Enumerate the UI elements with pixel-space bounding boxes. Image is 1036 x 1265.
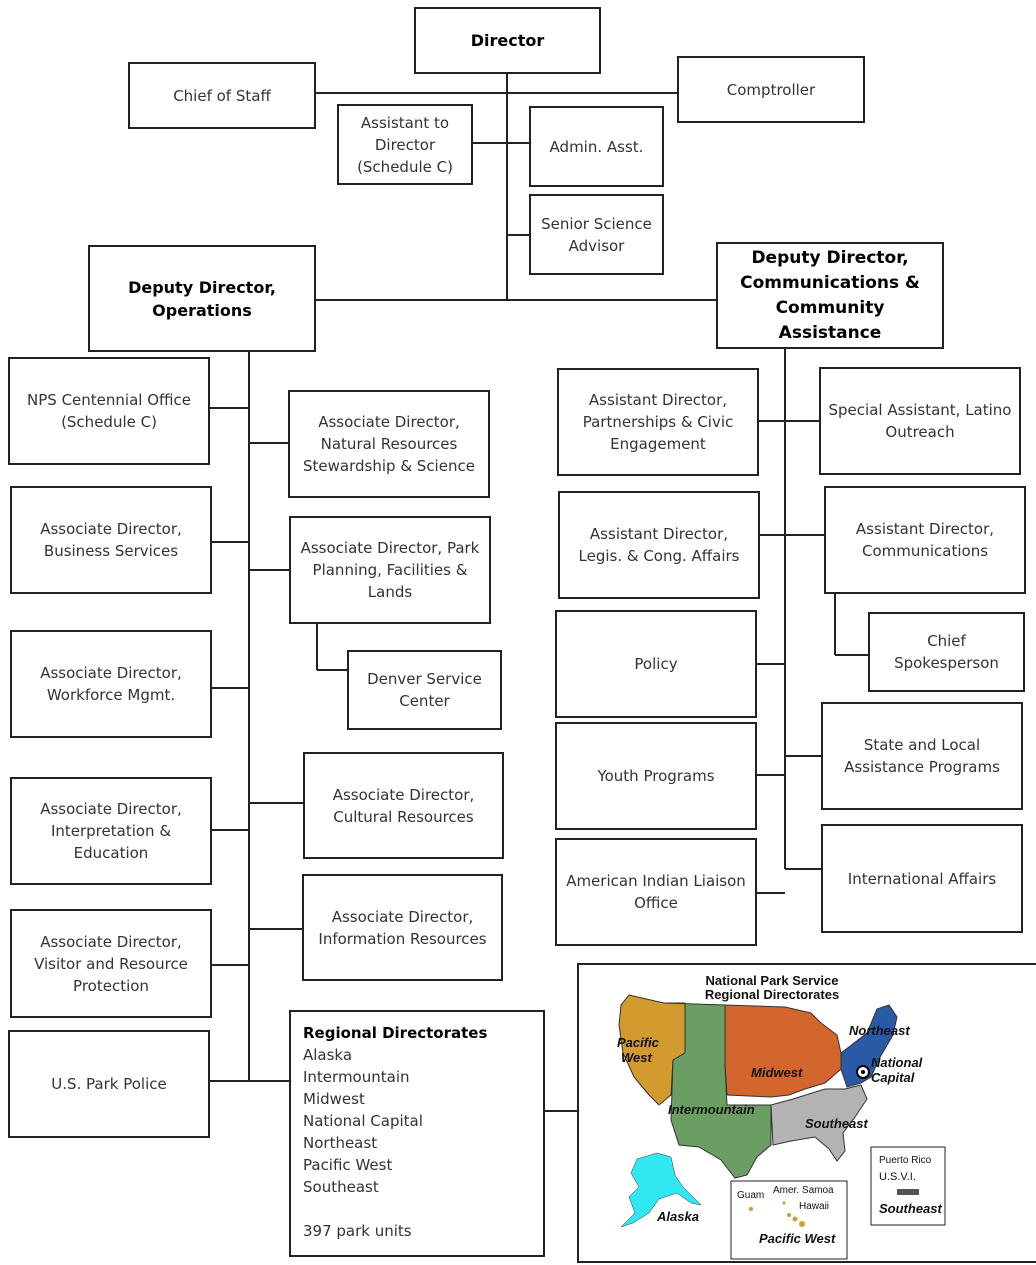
chief-of-staff-box: Chief of Staff — [128, 62, 316, 129]
label-intermountain: Intermountain — [668, 1102, 755, 1117]
label-midwest: Midwest — [751, 1065, 803, 1080]
region-item: Midwest — [303, 1090, 365, 1108]
pacific-inset-box — [730, 1180, 848, 1260]
region-alaska — [620, 1152, 702, 1228]
label-alaska: Alaska — [656, 1209, 699, 1224]
regions-map: National Park Service Regional Directora… — [577, 963, 1036, 1263]
communications-box: Assistant Director, Communications — [824, 486, 1026, 594]
natural-resources-box: Associate Director, Natural Resources St… — [288, 390, 490, 498]
regional-title: Regional Directorates — [303, 1024, 488, 1042]
region-item: Pacific West — [303, 1156, 393, 1174]
denver-service-center-box: Denver Service Center — [347, 650, 502, 730]
region-item: Northeast — [303, 1134, 378, 1152]
map-title-line1: National Park Service — [706, 973, 839, 988]
director-box: Director — [414, 7, 601, 74]
senior-science-advisor-box: Senior Science Advisor — [529, 194, 664, 275]
label-pacific: Pacific — [617, 1035, 660, 1050]
international-affairs-box: International Affairs — [821, 824, 1023, 933]
legis-affairs-box: Assistant Director, Legis. & Cong. Affai… — [558, 491, 760, 599]
region-southeast — [770, 1084, 868, 1162]
american-indian-liaison-box: American Indian Liaison Office — [555, 838, 757, 946]
region-item: National Capital — [303, 1112, 423, 1130]
youth-programs-box: Youth Programs — [555, 722, 757, 830]
label-southeast: Southeast — [805, 1116, 869, 1131]
cultural-resources-box: Associate Director, Cultural Resources — [303, 752, 504, 859]
label-usvi: U.S.V.I. — [879, 1171, 916, 1183]
label-northeast: Northeast — [849, 1023, 910, 1038]
park-units-count: 397 park units — [303, 1222, 412, 1240]
label-pacific-west-inset: Pacific West — [759, 1231, 836, 1246]
region-northeast — [840, 1004, 898, 1088]
label-west: West — [621, 1050, 652, 1065]
us-map: National Park Service Regional Directora… — [617, 973, 946, 1260]
region-item: Alaska — [303, 1046, 353, 1064]
label-southeast-inset: Southeast — [879, 1201, 943, 1216]
park-planning-box: Associate Director, Park Planning, Facil… — [289, 516, 491, 624]
region-item: Intermountain — [303, 1068, 410, 1086]
centennial-office-box: NPS Centennial Office (Schedule C) — [8, 357, 210, 465]
southeast-inset-box — [870, 1146, 946, 1226]
puerto-rico-shape — [897, 1189, 919, 1195]
deputy-director-communications-box: Deputy Director, Communications & Commun… — [716, 242, 944, 349]
label-national: National — [871, 1055, 923, 1070]
interpretation-education-box: Associate Director, Interpretation & Edu… — [10, 777, 212, 885]
park-police-box: U.S. Park Police — [8, 1030, 210, 1138]
workforce-mgmt-box: Associate Director, Workforce Mgmt. — [10, 630, 212, 738]
label-capital: Capital — [871, 1070, 915, 1085]
information-resources-box: Associate Director, Information Resource… — [302, 874, 503, 981]
label-guam: Guam — [737, 1190, 764, 1201]
regional-directorates-box: Regional Directorates Alaska Intermounta… — [289, 1010, 545, 1257]
chief-spokesperson-box: Chief Spokesperson — [868, 612, 1025, 692]
partnerships-box: Assistant Director, Partnerships & Civic… — [557, 368, 759, 476]
label-amer-samoa: Amer. Samoa — [773, 1185, 834, 1196]
comptroller-box: Comptroller — [677, 56, 865, 123]
region-midwest — [724, 1004, 842, 1098]
deputy-director-operations-box: Deputy Director, Operations — [88, 245, 316, 352]
latino-outreach-box: Special Assistant, Latino Outreach — [819, 367, 1021, 475]
admin-asst-box: Admin. Asst. — [529, 106, 664, 187]
label-puerto-rico: Puerto Rico — [879, 1155, 932, 1166]
business-services-box: Associate Director, Business Services — [10, 486, 212, 594]
policy-box: Policy — [555, 610, 757, 718]
label-hawaii: Hawaii — [799, 1201, 829, 1212]
region-item: Southeast — [303, 1178, 379, 1196]
state-local-assistance-box: State and Local Assistance Programs — [821, 702, 1023, 810]
map-title-line2: Regional Directorates — [705, 987, 839, 1002]
visitor-resource-protection-box: Associate Director, Visitor and Resource… — [10, 909, 212, 1018]
assistant-to-director-box: Assistant to Director (Schedule C) — [337, 104, 473, 185]
